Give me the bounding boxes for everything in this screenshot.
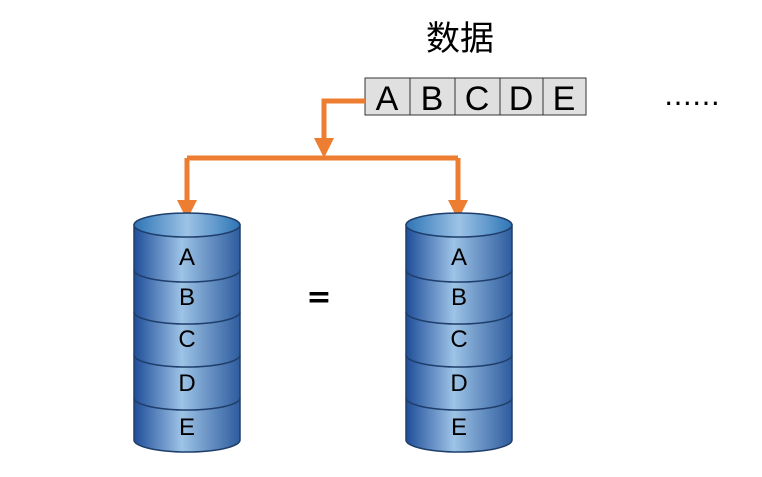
data-block-strip: A B C D E: [364, 77, 587, 118]
data-block-label: D: [509, 80, 534, 118]
data-title: 数据: [426, 19, 494, 59]
data-block: A: [364, 77, 411, 118]
disk-segment-label: B: [179, 284, 195, 311]
disk-left: A B C D E: [133, 212, 241, 453]
disk-right: A B C D E: [405, 212, 513, 453]
data-block: D: [499, 77, 544, 118]
data-block-label: C: [465, 80, 490, 118]
data-block: C: [454, 77, 501, 118]
disk-segment-label: E: [451, 414, 467, 441]
data-block-label: A: [376, 80, 399, 118]
disk-segment-label: E: [179, 414, 195, 441]
disk-segment-label: C: [178, 326, 195, 353]
data-block: B: [409, 77, 456, 118]
data-block-label: B: [421, 80, 444, 118]
data-block: E: [542, 77, 587, 118]
disk-segment-label: A: [451, 244, 467, 271]
disk-segment-label: B: [451, 284, 467, 311]
data-block-label: E: [553, 80, 576, 118]
continuation-ellipsis: ……: [664, 79, 720, 112]
disk-segment-label: A: [179, 244, 195, 271]
arrow-to-split: [314, 98, 365, 158]
disk-segment-label: D: [450, 370, 467, 397]
equals-sign: =: [306, 280, 331, 315]
disk-segment-label: D: [178, 370, 195, 397]
flow-arrows: [177, 98, 468, 220]
disk-segment-label: C: [450, 326, 467, 353]
